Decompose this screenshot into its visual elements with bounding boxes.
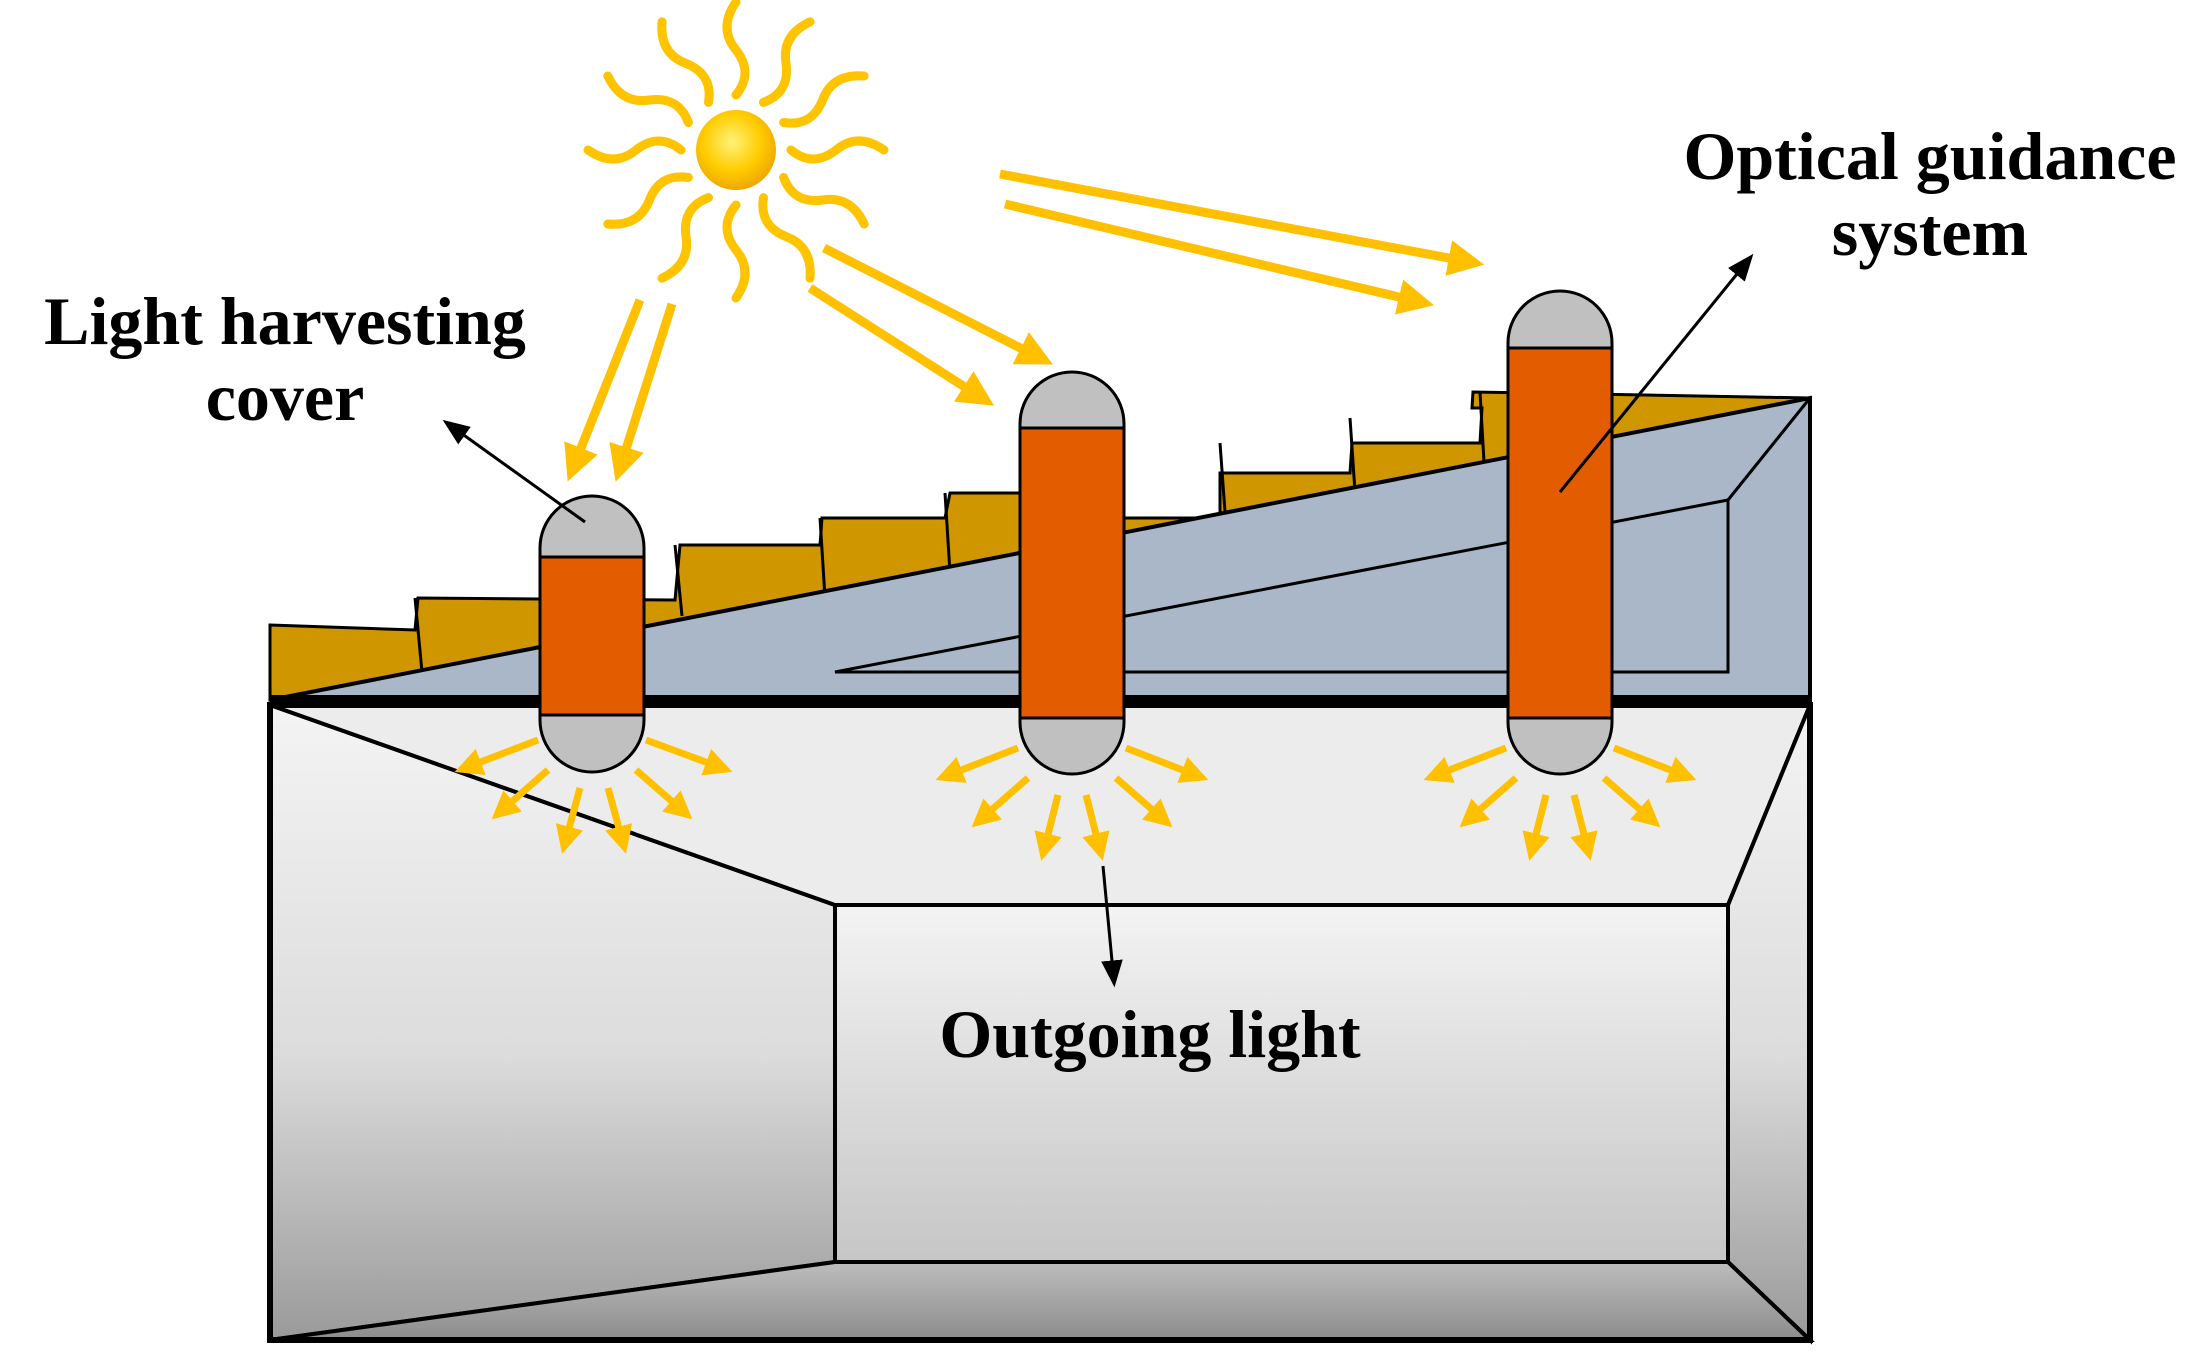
label-optical-guidance-system-line2: system [1831,194,2029,271]
light-pipe-1-body [538,555,646,717]
incoming-ray [564,298,645,482]
light-pipe-1 [538,494,646,774]
outgoing-ray [1124,744,1209,783]
incoming-ray [807,284,995,406]
label-optical-guidance-system-line1: Optical guidance [1683,118,2177,194]
light-pipe-3-body [1506,346,1614,720]
label-light-harvesting-cover: Light harvesting cover [10,283,560,435]
room-back-wall [833,903,1730,1264]
roof-fin-steps [413,391,1486,673]
callout-pointers [442,253,1754,988]
room-interior [267,702,1816,1345]
pointer-optical-guidance-system [1558,253,1754,493]
outgoing-ray [1034,794,1062,861]
outgoing-ray [555,787,584,854]
outgoing-rays [454,736,1697,861]
label-outgoing-light: Outgoing light [860,996,1440,1072]
label-light-harvesting-cover-line2: cover [205,359,365,436]
sun-icon [583,0,889,303]
outgoing-ray [1459,775,1519,828]
light-pipe-1-top-cap [538,494,646,559]
label-outgoing-light-text: Outgoing light [939,996,1361,1072]
light-pipe-2-top-cap [1018,370,1126,430]
outgoing-ray [1113,775,1173,828]
outgoing-ray [1082,794,1110,861]
light-pipe-2-body [1018,426,1126,720]
outgoing-ray [604,787,633,854]
incoming-ray [999,169,1485,276]
incoming-ray [1003,199,1435,315]
outgoing-ray [454,736,540,776]
incoming-rays [564,169,1485,482]
roof-glass-edge [1726,397,1812,501]
outgoing-ray [644,736,733,776]
light-pipe-2-bottom-cap [1018,716,1126,776]
outgoing-ray [971,775,1031,828]
outgoing-ray [633,767,693,820]
outgoing-ray [935,744,1020,783]
incoming-ray [821,243,1053,365]
light-pipe-3-bottom-cap [1506,716,1614,776]
light-pipe-2 [1018,370,1126,776]
pointer-light-harvesting-cover [442,419,586,524]
label-light-harvesting-cover-line1: Light harvesting [44,283,526,359]
light-pipe-1-bottom-cap [538,713,646,774]
outgoing-ray [491,767,551,820]
sun-core [696,110,776,190]
outgoing-ray [1423,744,1508,783]
label-optical-guidance-system: Optical guidance system [1655,118,2205,270]
outgoing-ray [1522,794,1550,861]
outgoing-ray [1612,744,1697,783]
outgoing-ray [1601,775,1661,828]
pointer-outgoing-light [1101,865,1123,988]
incoming-ray [609,302,677,482]
outgoing-ray [1570,794,1598,861]
light-pipe-3-top-cap [1506,289,1614,350]
light-pipe-3 [1506,289,1614,776]
